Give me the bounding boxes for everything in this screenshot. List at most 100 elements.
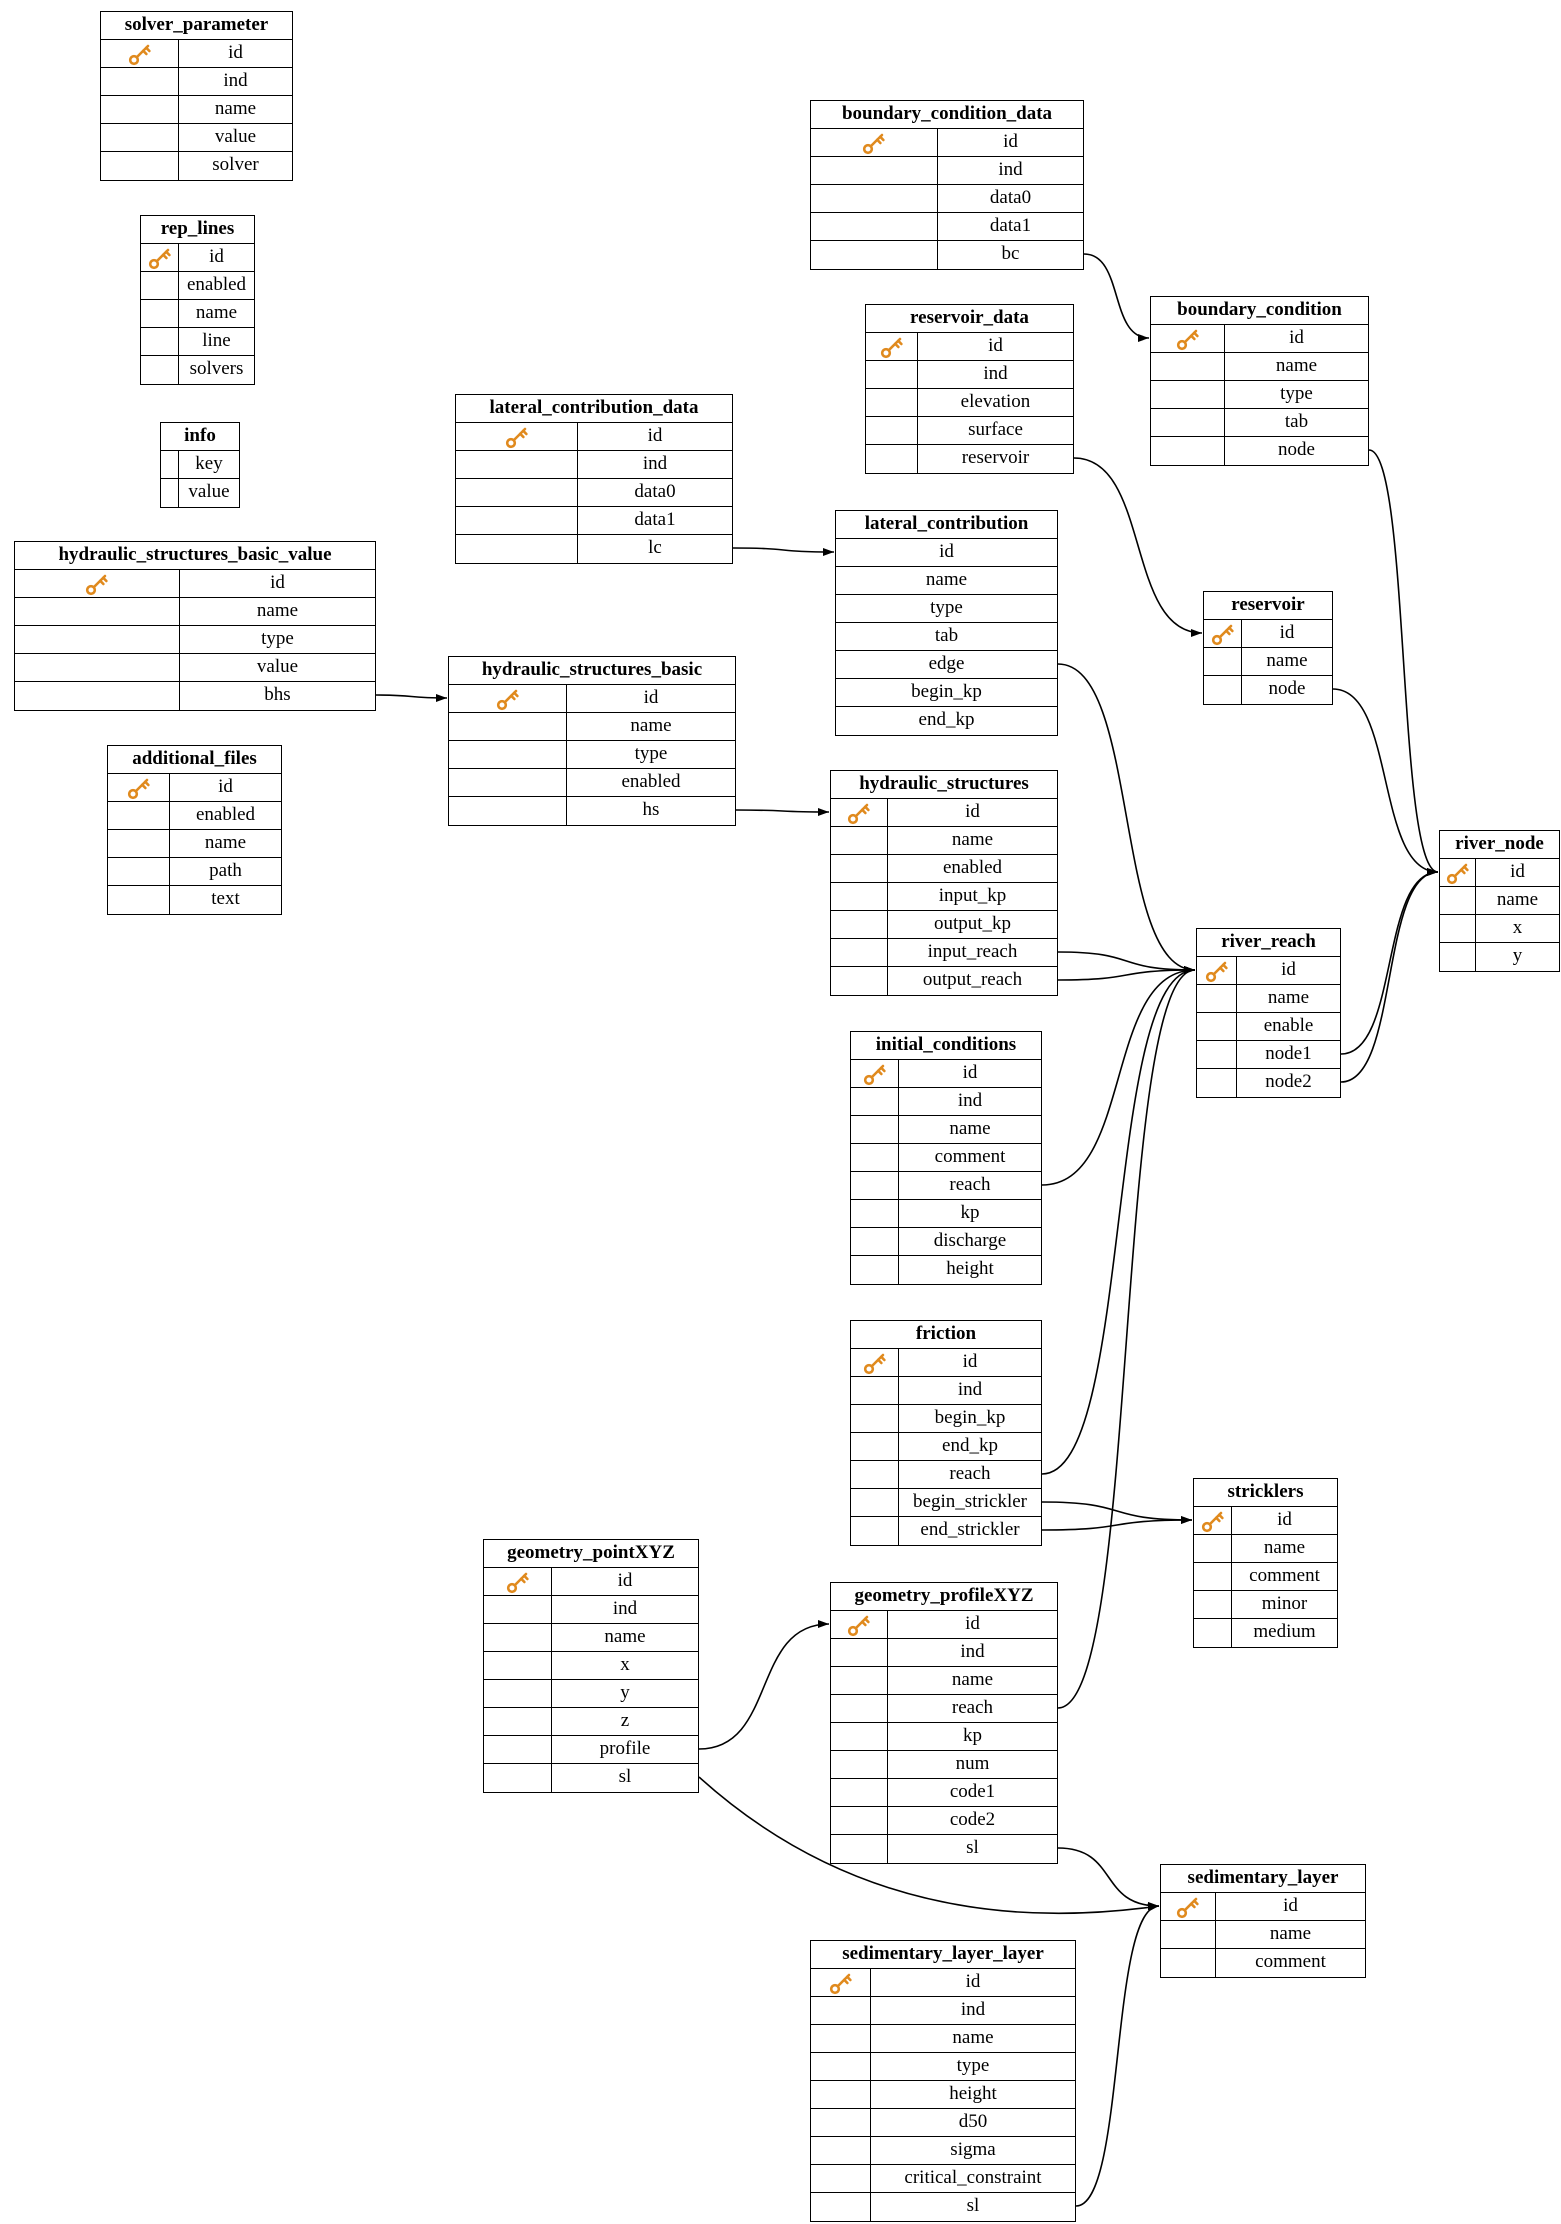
empty-key-cell [851,1433,899,1460]
empty-key-cell [851,1088,899,1115]
field-row-solver_parameter-ind: ind [101,68,292,96]
empty-key-cell [851,1405,899,1432]
field-name: id [1510,861,1525,882]
primary-key-icon [862,133,885,154]
field-row-sedimentary_layer-comment: comment [1161,1949,1365,1977]
field-row-stricklers-name: name [1194,1535,1337,1563]
table-title-additional_files: additional_files [108,746,281,774]
field-name: height [946,1258,994,1279]
empty-key-cell [449,797,567,825]
field-row-geometry_profileXYZ-num: num [831,1751,1057,1779]
primary-key-icon [1176,1897,1199,1918]
field-name: output_reach [922,969,1023,990]
primary-key-icon [128,44,151,65]
field-name: kp [963,1725,982,1746]
primary-key-icon [1201,1511,1224,1532]
field-row-geometry_profileXYZ-code2: code2 [831,1807,1057,1835]
field-name: ind [960,1999,986,2020]
field-name: code2 [949,1809,996,1830]
table-title-hydraulic_structures_basic_value: hydraulic_structures_basic_value [15,542,375,570]
table-title-lateral_contribution_data: lateral_contribution_data [456,395,732,423]
table-title-lateral_contribution: lateral_contribution [836,511,1057,539]
field-name: discharge [933,1230,1007,1251]
empty-key-cell [831,1751,888,1778]
field-row-solver_parameter-solver: solver [101,152,292,180]
field-row-solver_parameter-name: name [101,96,292,124]
field-row-hydraulic_structures-output_reach: output_reach [831,967,1057,995]
field-row-geometry_profileXYZ-name: name [831,1667,1057,1695]
field-row-river_node-x: x [1440,915,1559,943]
empty-key-cell [1440,943,1476,971]
field-row-friction-end_kp: end_kp [851,1433,1041,1461]
field-row-stricklers-id: id [1194,1507,1337,1535]
field-name: id [962,1351,978,1372]
field-row-river_reach-enable: enable [1197,1013,1340,1041]
field-row-reservoir_data-surface: surface [866,417,1073,445]
empty-key-cell [161,451,179,478]
field-name: tab [1284,411,1309,432]
field-row-hydraulic_structures_basic_value-bhs: bhs [15,682,375,710]
field-row-lateral_contribution_data-lc: lc [456,535,732,563]
field-name: id [1003,131,1018,152]
primary-key-cell [811,129,938,156]
field-name: ind [642,453,668,474]
relation-river_reach-node1-to-river_node [1340,868,1439,1055]
table-title-geometry_pointXYZ: geometry_pointXYZ [484,1540,698,1568]
field-name: comment [1249,1565,1320,1586]
field-name: y [1512,945,1523,966]
primary-key-icon [148,248,171,269]
field-row-geometry_profileXYZ-reach: reach [831,1695,1057,1723]
field-name: name [1496,889,1539,910]
table-title-sedimentary_layer_layer: sedimentary_layer_layer [811,1941,1075,1969]
field-row-lateral_contribution-name: name [836,567,1057,595]
field-name: ind [998,159,1023,180]
primary-key-cell [15,570,180,597]
primary-key-cell [456,423,578,450]
field-name: solver [212,154,259,175]
relation-friction-end_strickler-to-stricklers [1041,1516,1193,1531]
empty-key-cell [449,741,567,768]
field-row-additional_files-text: text [108,886,281,914]
field-name: profile [599,1738,651,1759]
empty-key-cell [811,157,938,184]
empty-key-cell [811,2137,871,2164]
field-row-hydraulic_structures_basic-hs: hs [449,797,735,825]
empty-key-cell [811,241,938,269]
primary-key-icon [127,778,150,799]
empty-key-cell [1194,1535,1232,1562]
field-row-hydraulic_structures_basic-type: type [449,741,735,769]
empty-key-cell [851,1377,899,1404]
field-name: ind [983,363,1008,384]
field-row-friction-begin_kp: begin_kp [851,1405,1041,1433]
relation-hydraulic_structures-input_reach-to-river_reach [1057,951,1196,974]
field-name: id [1281,959,1296,980]
field-name: ind [612,1598,638,1619]
relation-geometry_pointXYZ-profile-to-geometry_profileXYZ [698,1620,830,1750]
field-name: reach [951,1697,994,1718]
field-name: line [202,330,231,351]
relation-lateral_contribution_data-lc-to-lateral_contribution [732,547,835,556]
field-name: enabled [186,274,247,295]
empty-key-cell [851,1489,899,1516]
empty-key-cell [484,1708,552,1735]
field-row-stricklers-medium: medium [1194,1619,1337,1647]
field-name: solvers [189,358,244,379]
field-row-geometry_profileXYZ-ind: ind [831,1639,1057,1667]
empty-key-cell [141,272,179,299]
field-name: node1 [1265,1043,1312,1064]
primary-key-cell [101,40,179,67]
field-row-reservoir_data-ind: ind [866,361,1073,389]
field-row-geometry_pointXYZ-x: x [484,1652,698,1680]
field-row-initial_conditions-kp: kp [851,1200,1041,1228]
empty-key-cell [811,213,938,240]
field-row-river_node-id: id [1440,859,1559,887]
primary-key-icon [496,689,519,710]
field-row-lateral_contribution_data-ind: ind [456,451,732,479]
field-name: x [1512,917,1523,938]
field-row-boundary_condition_data-id: id [811,129,1083,157]
primary-key-cell [141,244,179,271]
